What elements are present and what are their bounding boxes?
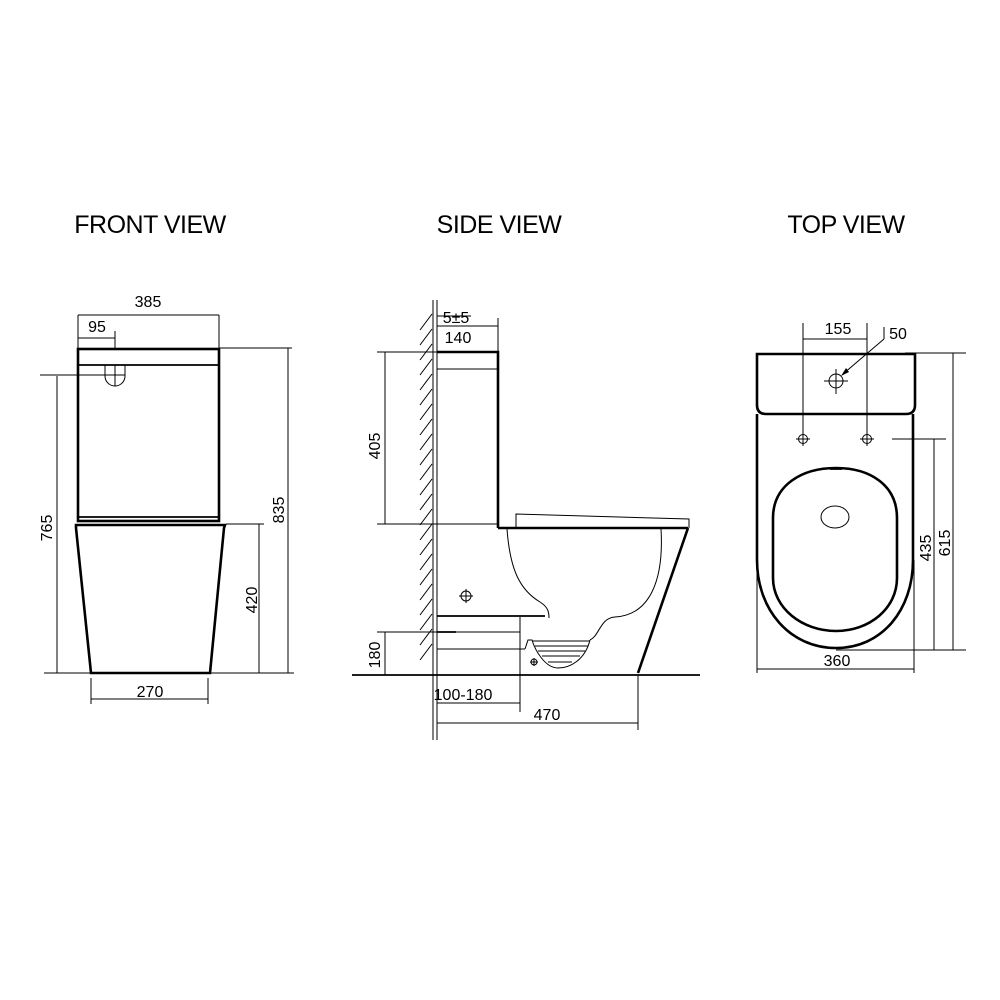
dim-outlet-range: 100-180 [434, 687, 493, 704]
dim-inlet-height: 765 [39, 515, 56, 542]
hinge-hole [820, 505, 850, 529]
front-view: 385 95 765 835 420 270 [39, 294, 294, 704]
dim-width-top: 360 [824, 653, 851, 670]
front-view-title: FRONT VIEW [74, 211, 226, 239]
dim-front-width: 385 [135, 294, 162, 311]
dim-tank-depth: 140 [445, 330, 472, 347]
dim-bowl-height: 420 [244, 587, 261, 614]
dim-total-depth-top: 615 [937, 530, 954, 557]
dim-tank-height: 405 [367, 433, 384, 460]
mounting-hole-left-icon [796, 432, 810, 446]
top-view-title: TOP VIEW [787, 211, 905, 239]
inlet-hole-icon [824, 369, 848, 394]
dim-seat-depth: 435 [918, 535, 935, 562]
cistern-outline [76, 347, 221, 523]
dim-base-width: 270 [137, 684, 164, 701]
dim-wall-gap: 5±5 [443, 310, 470, 327]
mounting-hole-right-icon [860, 432, 874, 446]
flush-button-icon [40, 365, 126, 387]
cistern-top-outline [755, 352, 917, 416]
body-front-edge [636, 527, 690, 674]
bowl-interior [506, 528, 550, 619]
dim-outlet-height: 180 [367, 642, 384, 669]
dim-hole-diameter: 50 [889, 326, 907, 343]
side-view-title: SIDE VIEW [437, 211, 563, 239]
seat-outline [771, 466, 899, 633]
bowl-outline [74, 523, 227, 675]
side-view: 5±5 140 405 180 100-180 470 [352, 300, 700, 740]
seat-lid [515, 513, 690, 528]
dim-total-depth: 470 [534, 707, 561, 724]
dim-total-height: 835 [271, 497, 288, 524]
top-view: 155 50 435 615 360 [755, 321, 966, 673]
arrowhead [841, 368, 849, 376]
wall-hatch [419, 313, 433, 661]
dim-hole-spacing: 155 [825, 321, 852, 338]
cistern-side-outline [437, 350, 500, 528]
dim-flush-offset: 95 [88, 319, 106, 336]
fixing-bolt-icon [459, 589, 473, 603]
bowl-top-outline [755, 414, 915, 650]
floor-bolt-icon [530, 658, 538, 666]
